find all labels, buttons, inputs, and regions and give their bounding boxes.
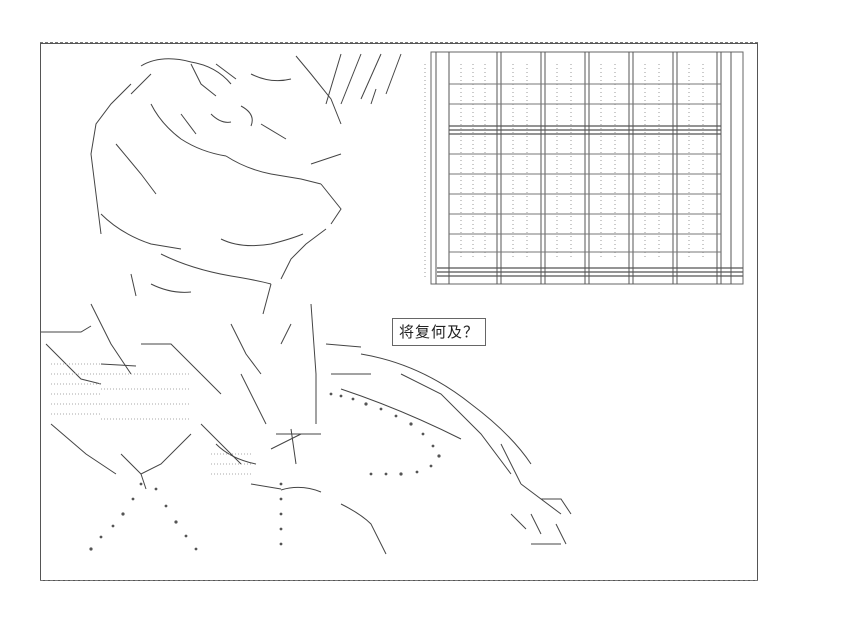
- frame-top-dashes: [40, 42, 758, 43]
- speech-text: 将复何及？: [399, 323, 480, 341]
- sparkle-trail: [89, 392, 441, 551]
- window-lattice: [424, 51, 744, 285]
- hatched-shading: [51, 363, 251, 475]
- speech-bubble: 将复何及？: [392, 318, 487, 346]
- figure-outline: [41, 53, 572, 555]
- frame-bottom-dashes: [40, 580, 758, 581]
- ascii-art-illustration: [41, 44, 757, 580]
